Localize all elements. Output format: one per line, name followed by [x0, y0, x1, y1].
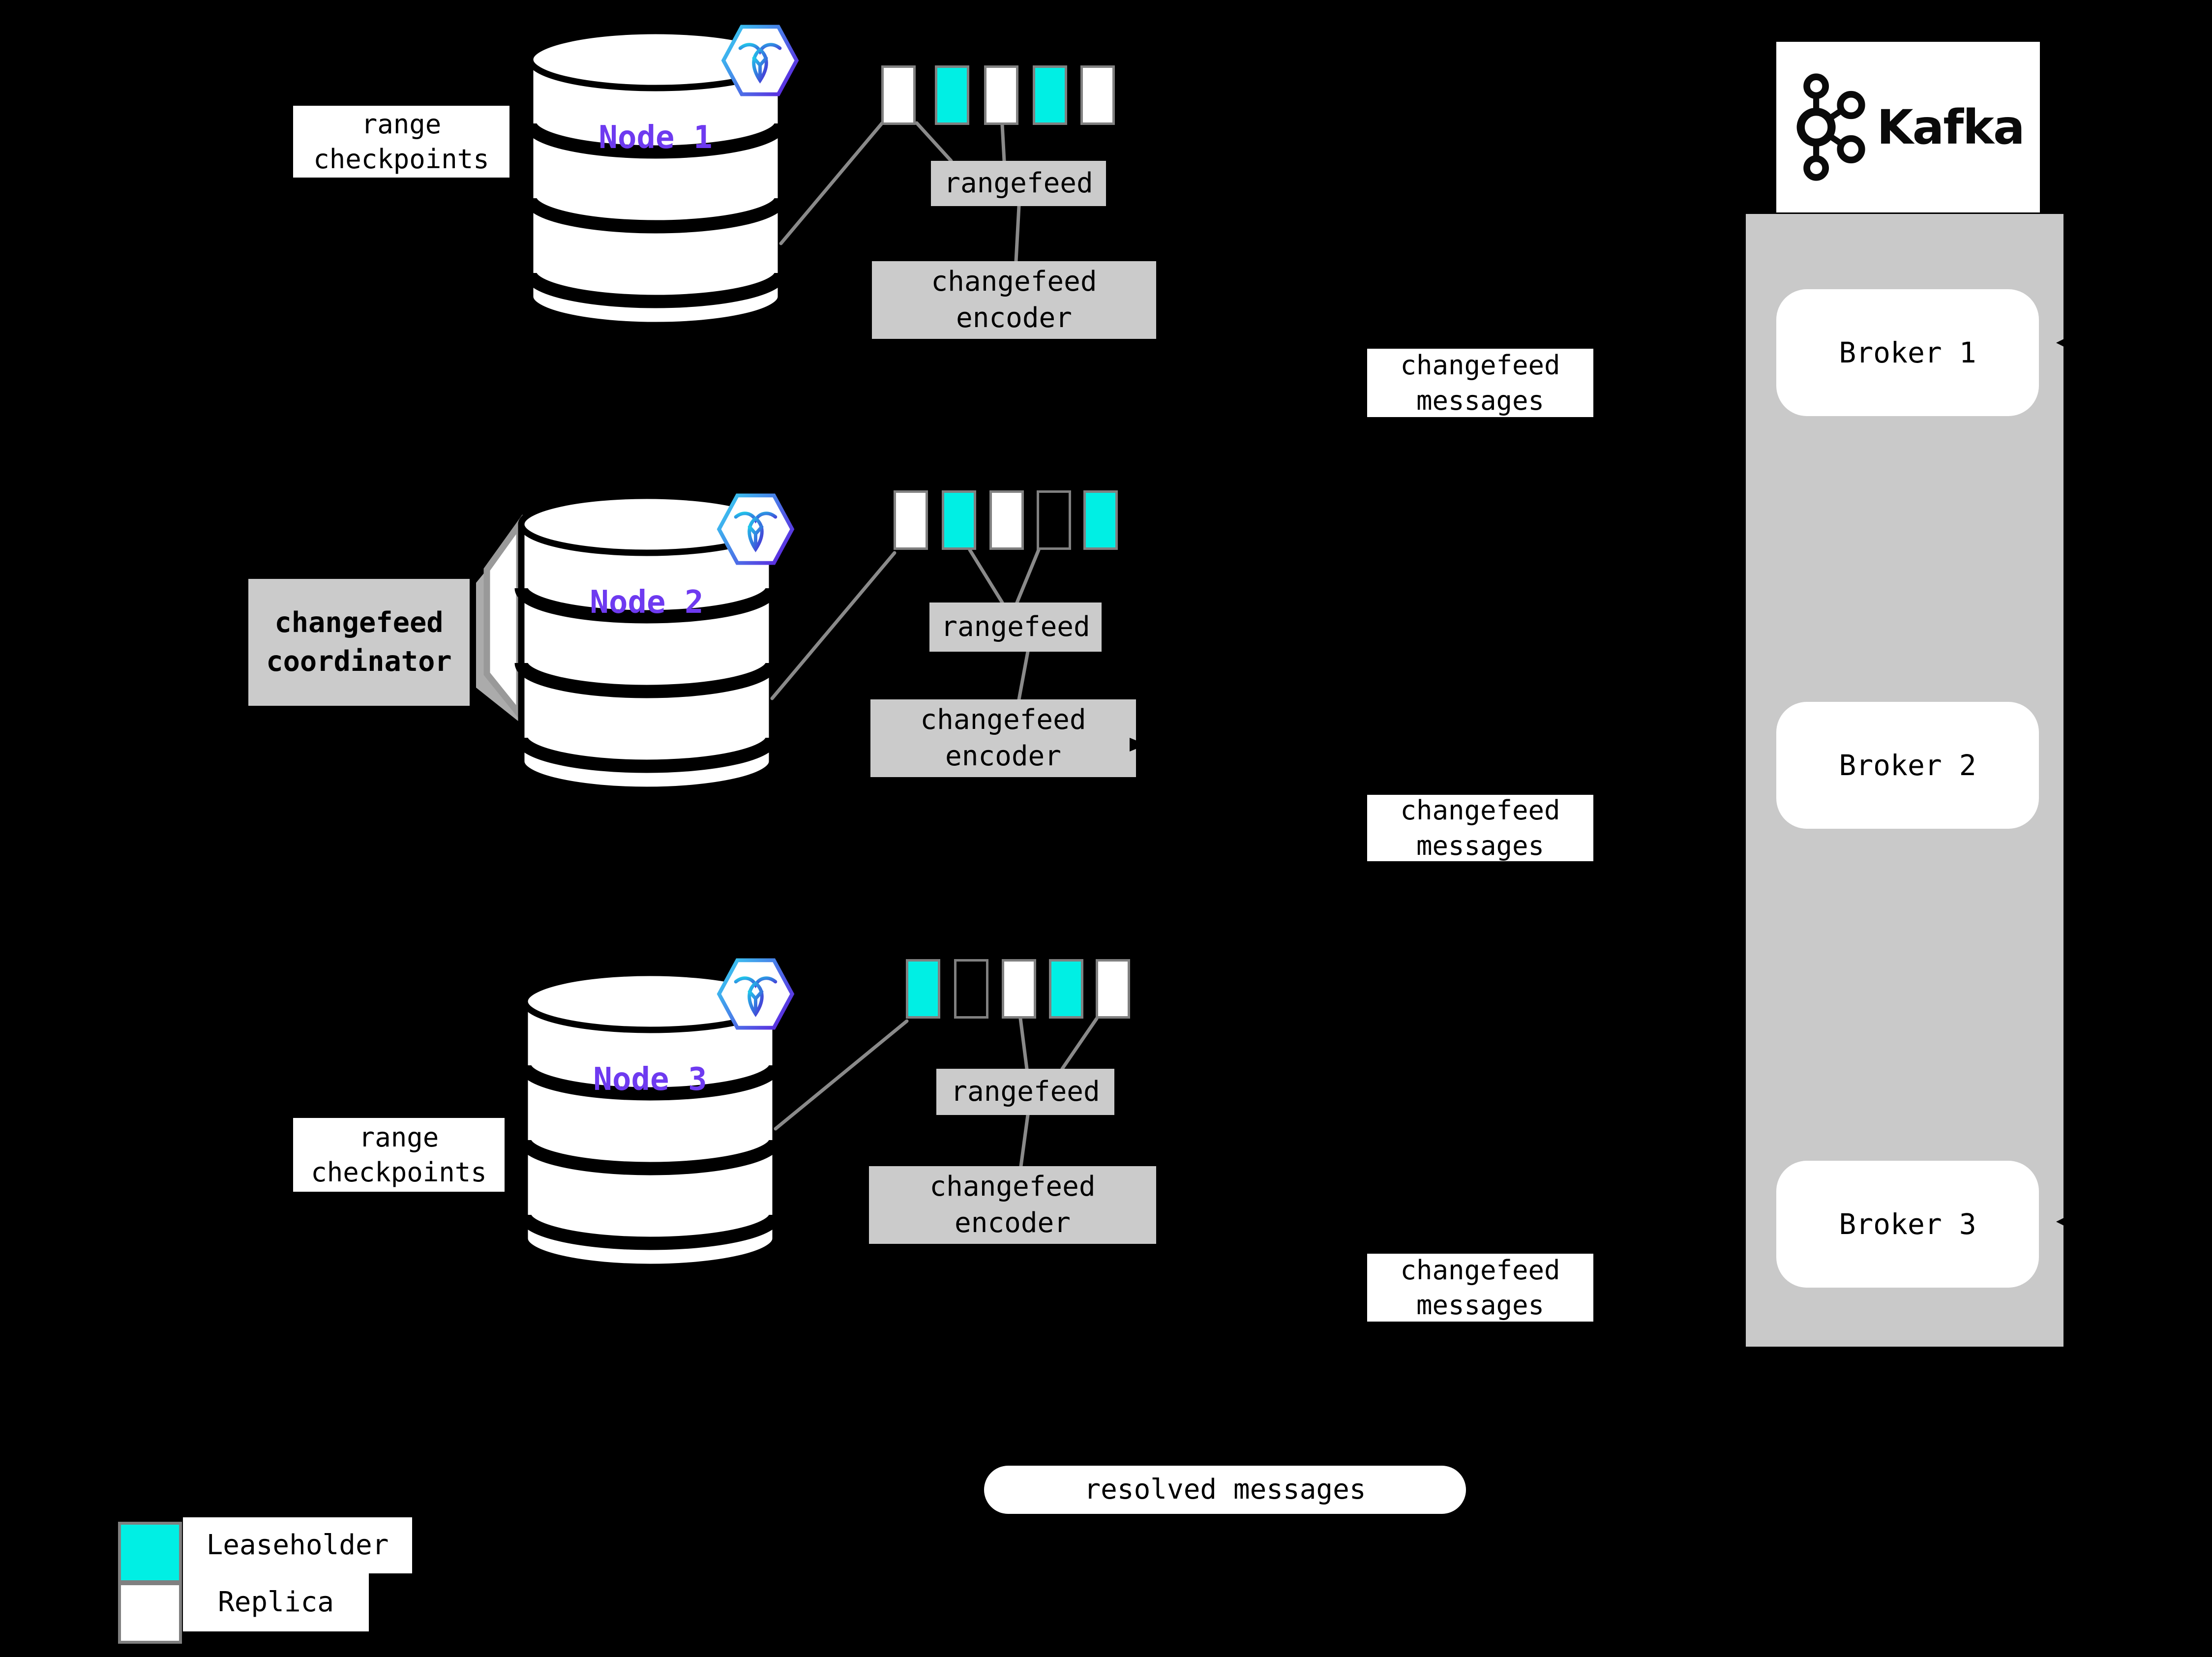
- changefeed-coordinator-label: changefeed coordinator: [248, 579, 470, 706]
- legend-replica-label: Replica: [183, 1573, 369, 1631]
- node-1-range-square-leaseholder: [1033, 65, 1067, 125]
- connector-line-node-1: [1014, 204, 1021, 263]
- kafka-logo-box: Kafka: [1776, 42, 2040, 212]
- connector-line-node-3: [1018, 1017, 1029, 1071]
- node-3-range-square-replica-outline: [954, 959, 988, 1019]
- connector-line-node-2: [1017, 650, 1030, 701]
- node-3-range-square-replica: [1096, 959, 1130, 1019]
- cockroachdb-badge-icon: [721, 25, 799, 96]
- arrowhead-into-broker-1: [2056, 334, 2073, 351]
- legend-leaseholder-swatch: [118, 1522, 182, 1583]
- connector-line-node-1: [915, 121, 953, 163]
- range-checkpoints-label-top: range checkpoints: [293, 106, 509, 178]
- legend-leaseholder-label: Leaseholder: [183, 1517, 412, 1573]
- node-1-label: Node 1: [598, 120, 713, 156]
- changefeed-messages-label-1: changefeed messages: [1367, 349, 1593, 417]
- connector-line-node-1: [779, 121, 884, 245]
- node-1-range-square-replica: [1080, 65, 1115, 125]
- legend-replica-swatch: [118, 1582, 182, 1644]
- node-1-range-square-replica: [984, 65, 1018, 125]
- range-checkpoints-label-bottom: range checkpoints: [293, 1118, 505, 1192]
- node-3-range-square-leaseholder: [1049, 959, 1083, 1019]
- arrow-tail-encoder-2: [1130, 738, 1146, 752]
- node-cylinder-2: [514, 492, 779, 793]
- cockroachdb-badge-icon: [717, 493, 795, 565]
- node-1-changefeed-encoder-label: changefeed encoder: [872, 261, 1156, 339]
- arrowhead-into-broker-3: [2056, 1213, 2073, 1230]
- node-2-changefeed-encoder-label: changefeed encoder: [870, 699, 1136, 777]
- connector-line-node-2: [968, 548, 1004, 604]
- node-1-range-square-replica: [881, 65, 916, 125]
- node-2-range-square-replica: [894, 490, 928, 550]
- node-3-label: Node 3: [593, 1061, 707, 1098]
- connector-line-node-1: [1000, 123, 1006, 163]
- node-3-range-square-leaseholder: [906, 959, 940, 1019]
- connector-line-node-3: [774, 1019, 909, 1131]
- node-2-range-square-replica: [989, 490, 1024, 550]
- connector-line-node-2: [1015, 548, 1041, 604]
- kafka-broker-2: Broker 2: [1776, 702, 2039, 829]
- cockroachdb-badge-icon: [717, 958, 795, 1030]
- node-3-rangefeed-label: rangefeed: [936, 1069, 1114, 1115]
- node-2-rangefeed-label: rangefeed: [929, 603, 1102, 652]
- node-3-range-square-replica: [1002, 959, 1036, 1019]
- node-1-rangefeed-label: rangefeed: [931, 161, 1106, 206]
- connector-line-node-3: [1060, 1017, 1099, 1071]
- changefeed-messages-label-2: changefeed messages: [1367, 795, 1593, 861]
- node-1-range-square-leaseholder: [935, 65, 969, 125]
- kafka-icon: [1796, 73, 1865, 181]
- node-cylinder-1: [523, 28, 788, 329]
- connector-line-node-2: [770, 551, 897, 700]
- kafka-broker-1: Broker 1: [1776, 289, 2039, 416]
- node-2-range-square-replica-outline: [1037, 490, 1071, 550]
- node-2-range-square-leaseholder: [942, 490, 976, 550]
- resolved-messages-label: resolved messages: [984, 1466, 1466, 1514]
- kafka-brand-label: Kafka: [1877, 99, 2025, 155]
- connector-line-node-3: [1019, 1113, 1030, 1168]
- node-cylinder-3: [518, 969, 782, 1270]
- node-3-changefeed-encoder-label: changefeed encoder: [869, 1166, 1156, 1244]
- node-2-label: Node 2: [590, 584, 704, 621]
- changefeed-messages-label-3: changefeed messages: [1367, 1254, 1593, 1322]
- kafka-broker-3: Broker 3: [1776, 1161, 2039, 1288]
- node-2-range-square-leaseholder: [1083, 490, 1118, 550]
